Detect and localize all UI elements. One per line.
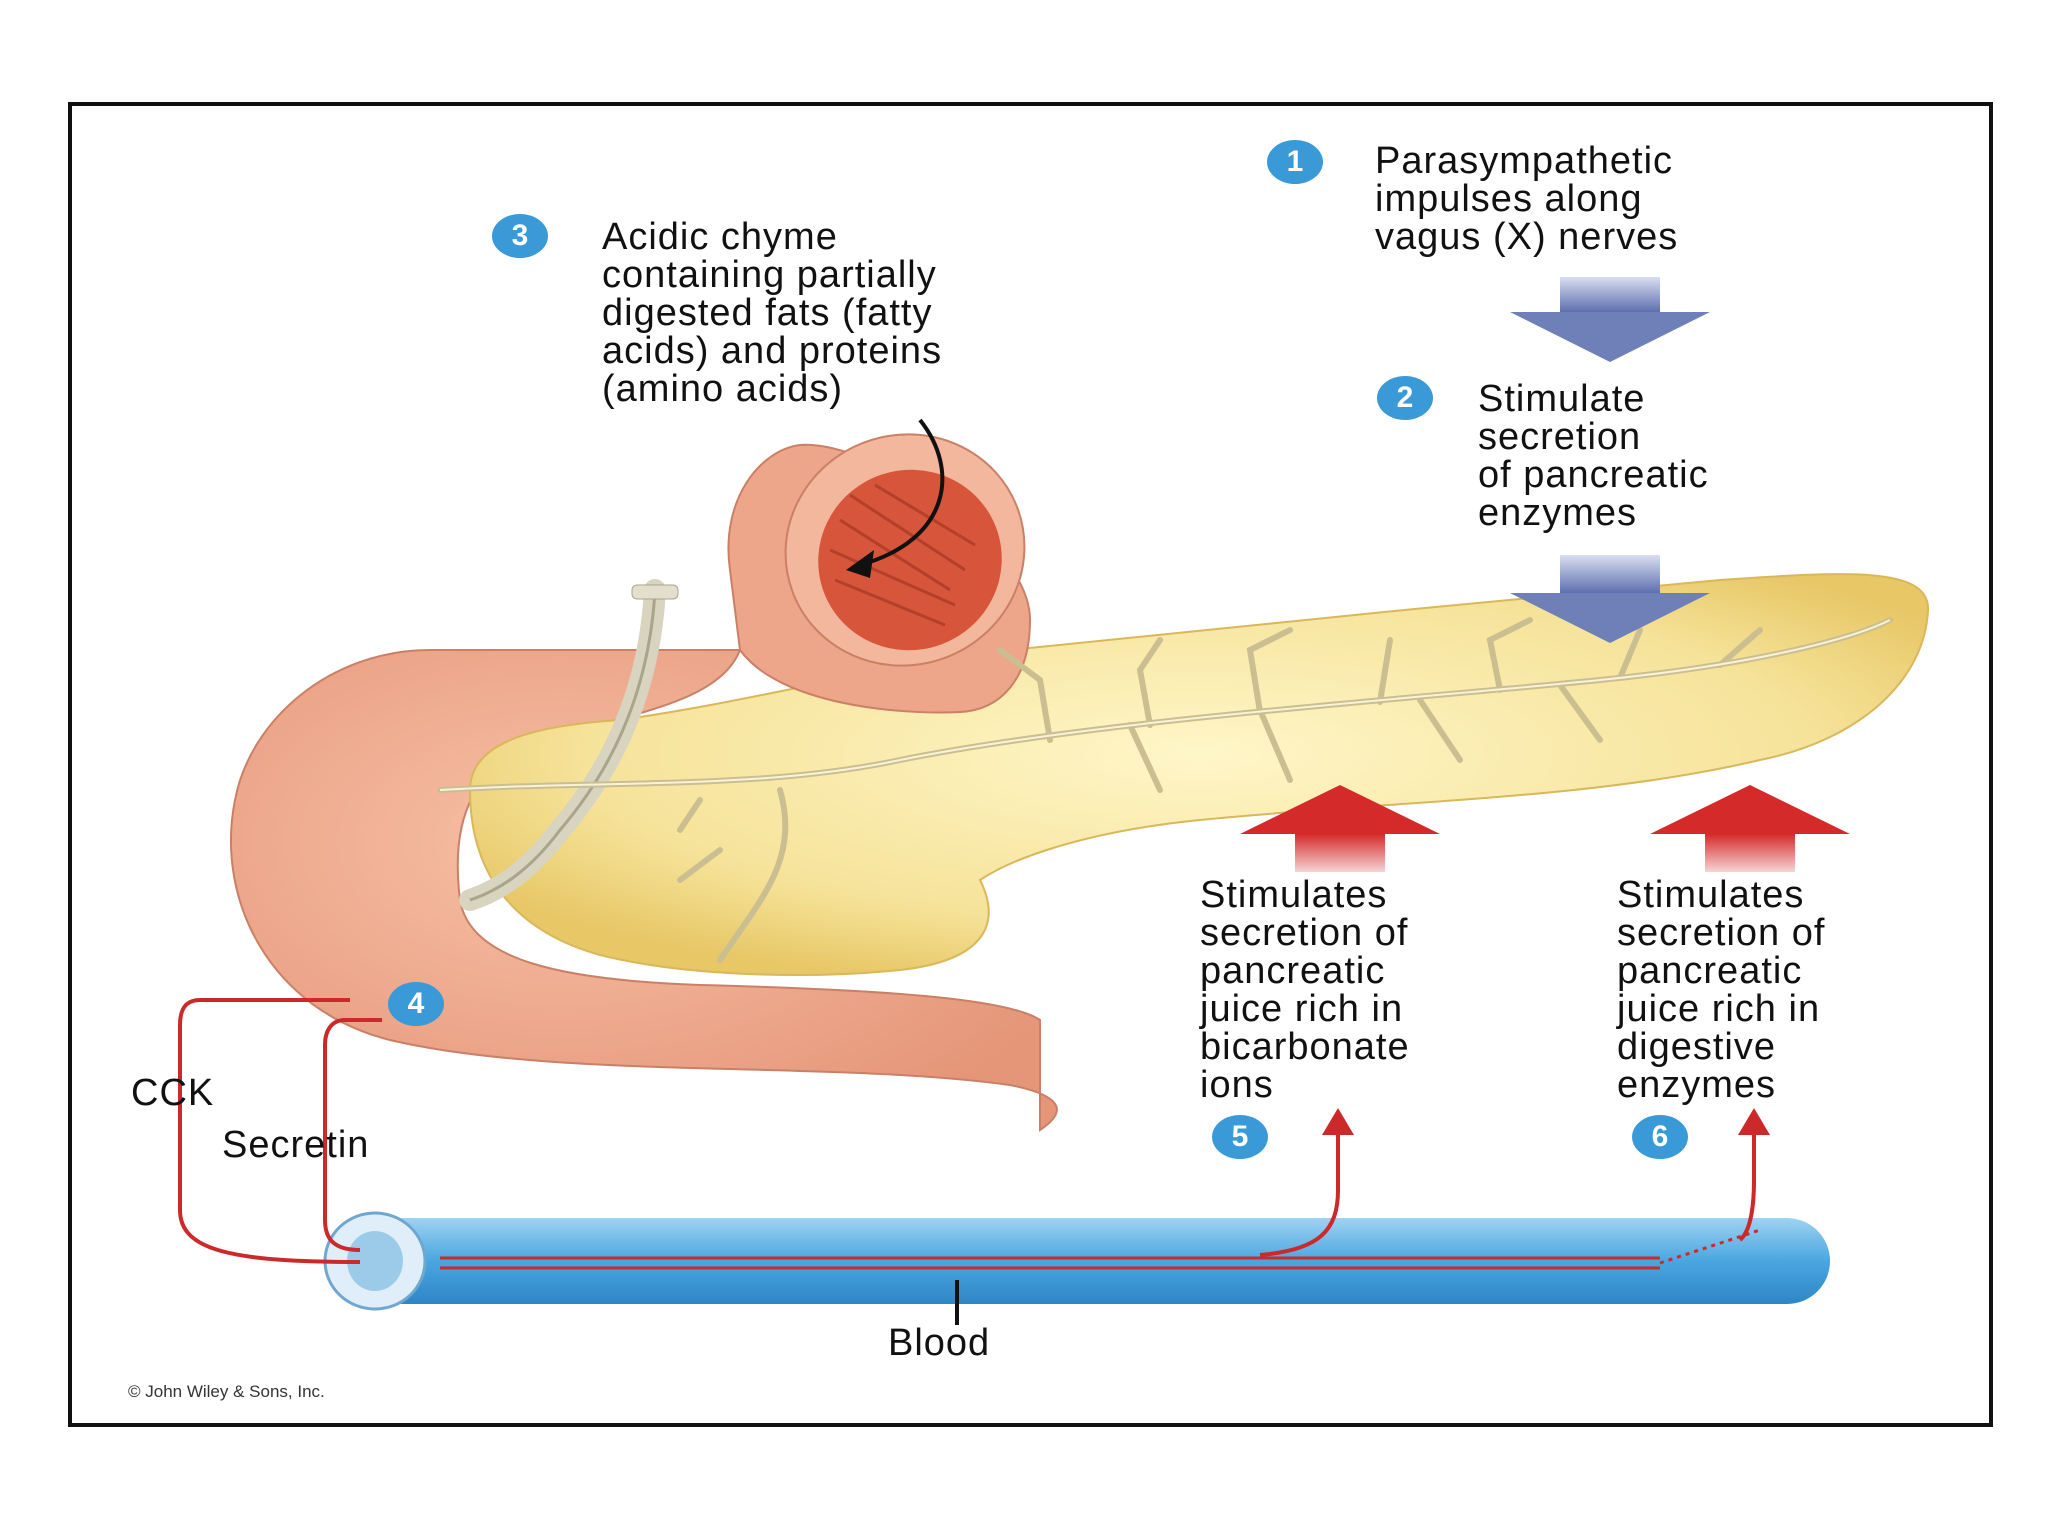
step-5-label: Stimulates secretion of pancreatic juice… <box>1200 874 1410 1106</box>
copyright-notice: © John Wiley & Sons, Inc. <box>128 1382 325 1401</box>
secretion-arrow-5 <box>1240 785 1440 872</box>
step-2-badge: 2 <box>1377 376 1433 420</box>
step-3-label: Acidic chyme containing partially digest… <box>602 216 943 410</box>
chyme-arrow <box>859 418 945 567</box>
step-6-badge: 6 <box>1632 1115 1688 1159</box>
step-6-label: Stimulates secretion of pancreatic juice… <box>1617 874 1826 1106</box>
step-2-label: Stimulate secretion of pancreatic enzyme… <box>1478 378 1709 534</box>
nerve-arrow-1 <box>1510 277 1710 362</box>
hormone-pathways <box>178 998 1756 1264</box>
step-1-label: Parasympathetic impulses along vagus (X)… <box>1375 140 1679 258</box>
step-3-badge: 3 <box>492 214 548 258</box>
arrowhead-6 <box>1738 1108 1770 1135</box>
secretin-label: Secretin <box>222 1124 370 1166</box>
cck-label: CCK <box>131 1072 215 1114</box>
pancreatic-duct-lining <box>439 619 1891 791</box>
step-5-badge: 5 <box>1212 1115 1268 1159</box>
blood-vessel <box>360 1218 1830 1304</box>
arrowhead-5 <box>1322 1108 1354 1135</box>
step-1-badge: 1 <box>1267 140 1323 184</box>
secretion-arrow-6 <box>1650 785 1850 872</box>
blood-label: Blood <box>888 1322 991 1364</box>
step-4-badge: 4 <box>388 982 444 1026</box>
nerve-arrow-2 <box>1510 555 1710 643</box>
